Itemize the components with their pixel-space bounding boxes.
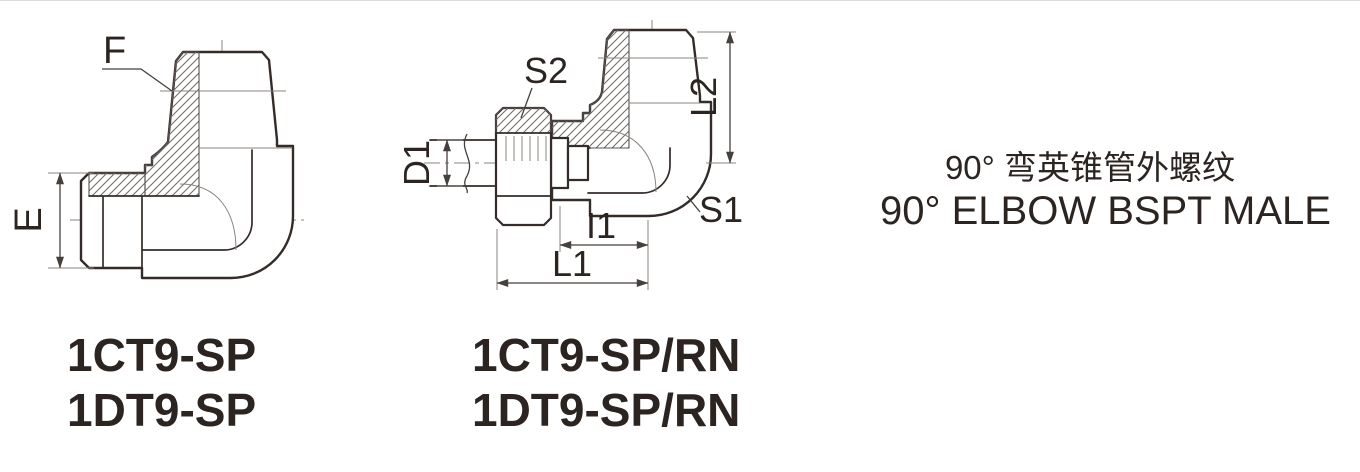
s2-leader-line [520,87,533,119]
top-divider [0,0,1360,1]
inner-transition-curve [599,129,657,193]
section-hatch-vertical-wall [144,51,200,197]
dim-label-s1: S1 [699,189,743,230]
dim-label-i1: I1 [586,205,616,246]
tube-break-wave [463,133,471,194]
ferrule-outline [549,136,570,190]
part-number-1dt9-sp-rn: 1DT9-SP/RN [472,384,741,436]
nut-thread-lines [505,136,547,161]
drawing-elbow-bspt-male: F E [8,30,304,280]
inner-bore-edge [587,147,671,194]
section-hatch-body [551,29,630,149]
title-block: 90° 弯英锥管外螺纹 90° ELBOW BSPT MALE [880,148,1331,234]
inner-bore-edge [141,149,253,251]
dim-label-l1: L1 [552,243,592,284]
title-english: 90° ELBOW BSPT MALE [880,189,1331,233]
dim-label-s2: S2 [524,50,568,91]
sleeve-outline [566,144,590,182]
dim-label-e: E [8,207,50,232]
part-number-1dt9-sp: 1DT9-SP [67,384,257,436]
dim-label-l2: L2 [683,77,724,117]
f-leader-line [102,68,173,92]
title-chinese: 90° 弯英锥管外螺纹 [944,149,1236,186]
dim-label-f: F [103,30,126,72]
inner-transition-curve [179,183,237,251]
part-number-1ct9-sp: 1CT9-SP [67,329,257,381]
drawing-elbow-bspt-male-with-nut: S2 S1 D1 L2 I1 L1 [396,20,743,290]
dim-label-d1: D1 [396,140,437,186]
part-number-1ct9-sp-rn: 1CT9-SP/RN [472,329,741,381]
section-hatch-horizontal-wall [88,172,146,197]
s1-leader-line [686,195,701,213]
